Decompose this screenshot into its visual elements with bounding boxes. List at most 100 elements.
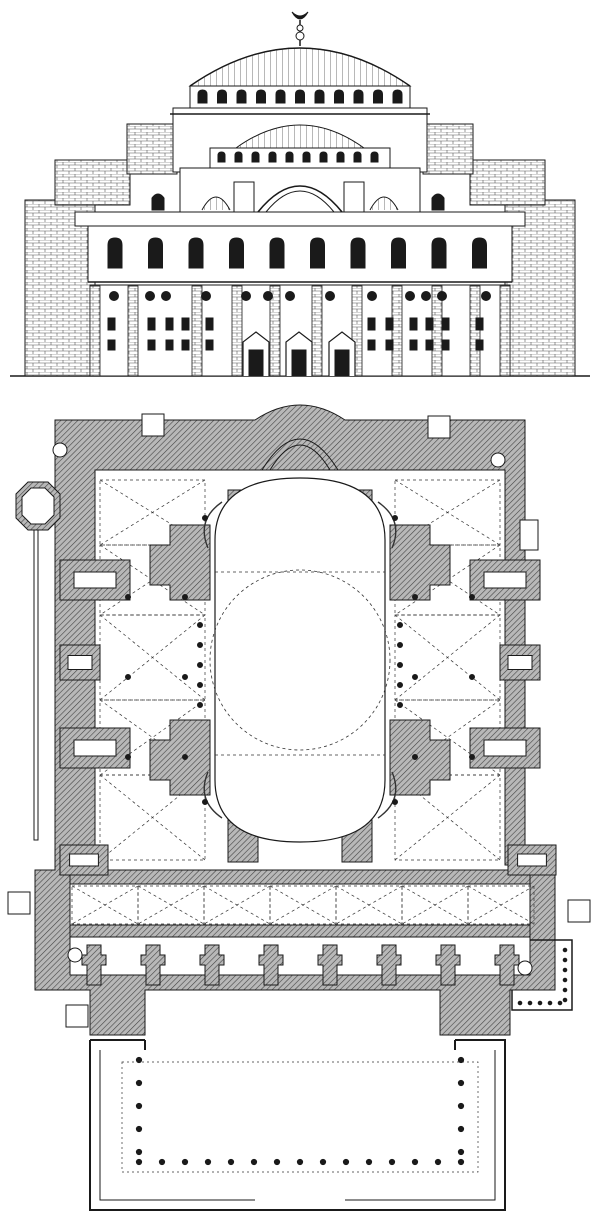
drum-window — [236, 89, 247, 104]
forecourt-columns — [135, 1056, 465, 1166]
vault-diagonal — [137, 885, 205, 925]
forecourt-column — [434, 1158, 442, 1166]
narthex-piers — [81, 944, 520, 986]
roundel-window — [421, 291, 431, 301]
turret-north-west — [52, 442, 68, 458]
forecourt-column — [227, 1158, 235, 1166]
octagonal-baptistery — [15, 481, 61, 841]
left-side-window — [151, 193, 165, 211]
forecourt-dotted-colonnade-line — [121, 1061, 479, 1173]
main-dome-drum-windows — [197, 89, 403, 104]
lower-window — [367, 317, 376, 331]
nave-column — [202, 799, 208, 805]
nave-exedrae — [203, 501, 397, 819]
vault-diagonal — [99, 614, 206, 701]
lower-window — [441, 317, 450, 331]
nave-column — [392, 799, 398, 805]
elevation-view — [10, 11, 590, 377]
narthex-pier — [199, 944, 225, 986]
narthex-pier — [317, 944, 343, 986]
stair-well — [73, 571, 117, 589]
narthex-bay — [467, 885, 535, 925]
narthex-inner-wall — [69, 924, 531, 938]
nave-column — [197, 702, 203, 708]
narthex-pier — [258, 944, 284, 986]
right-tower-pier — [422, 123, 474, 175]
forecourt-column — [457, 1056, 465, 1064]
lower-window — [165, 317, 174, 331]
lower-window — [205, 317, 214, 331]
roundel-window — [285, 291, 295, 301]
upper-arched-window — [229, 237, 244, 269]
drum-window — [353, 89, 364, 104]
facade-pier — [431, 285, 443, 377]
annex-column — [537, 1000, 543, 1006]
lower-window — [409, 339, 418, 351]
lower-window — [475, 339, 484, 351]
vault-diagonal — [203, 885, 271, 925]
pier-south-west — [149, 719, 211, 796]
apse-wall — [261, 438, 339, 471]
forecourt-column — [158, 1158, 166, 1166]
upper-arched-window — [350, 237, 366, 269]
east-annex-columns — [517, 947, 568, 1006]
facade-pier — [391, 285, 403, 377]
annex-column — [547, 1000, 553, 1006]
stair-well — [517, 853, 547, 867]
upper-arched-window — [472, 237, 487, 269]
left-tower-pier — [126, 123, 178, 175]
right-side-window — [431, 193, 445, 211]
secondary-drum-window — [285, 151, 294, 163]
lower-window — [385, 317, 394, 331]
vault-diagonal — [401, 885, 469, 925]
vault-diagonal — [99, 774, 206, 861]
forecourt-column — [204, 1158, 212, 1166]
portal-door — [248, 349, 264, 377]
stair-buttress — [499, 644, 541, 681]
nave-column — [397, 662, 403, 668]
upper-arched-window — [391, 237, 406, 269]
nave-column — [397, 682, 403, 688]
upper-arched-window — [188, 237, 204, 269]
forecourt-column — [388, 1158, 396, 1166]
secondary-dome — [234, 124, 366, 149]
drum-window — [217, 89, 227, 104]
annex-column — [562, 947, 568, 953]
annex-column — [527, 1000, 533, 1006]
vault-diagonal — [269, 885, 337, 925]
lower-facade-roundel-windows — [109, 291, 491, 301]
aisle-cross-vaults — [71, 479, 535, 925]
secondary-drum-window — [370, 151, 379, 163]
annex-column — [557, 1000, 563, 1006]
vault-diagonal — [71, 885, 139, 925]
lower-window — [475, 317, 484, 331]
facade-pier — [191, 285, 203, 377]
left-small-cupola — [201, 196, 231, 211]
main-dome-footprint — [209, 569, 391, 751]
forecourt-inner-line — [99, 1050, 496, 1201]
nave-column — [397, 622, 403, 628]
left-upper-pier — [54, 159, 131, 206]
secondary-dome-drum-windows — [217, 151, 379, 163]
forecourt-column — [342, 1158, 350, 1166]
lower-window — [181, 339, 190, 351]
drum-window — [295, 89, 305, 104]
vault-diagonal — [394, 774, 501, 861]
nave-column — [412, 594, 418, 600]
roundel-window — [437, 291, 447, 301]
exterior-pavilion-north-right — [427, 415, 451, 439]
secondary-drum-window — [302, 151, 311, 163]
right-upper-pier — [469, 159, 546, 206]
forecourt-column — [319, 1158, 327, 1166]
nave-column — [125, 594, 131, 600]
nave-column — [202, 515, 208, 521]
nave-column — [197, 682, 203, 688]
secondary-drum-window — [336, 151, 345, 163]
roundel-window — [161, 291, 171, 301]
roundel-window — [405, 291, 415, 301]
lower-window — [205, 339, 214, 351]
forecourt-column — [135, 1079, 143, 1087]
nave-column — [469, 594, 475, 600]
annex-column — [562, 967, 568, 973]
